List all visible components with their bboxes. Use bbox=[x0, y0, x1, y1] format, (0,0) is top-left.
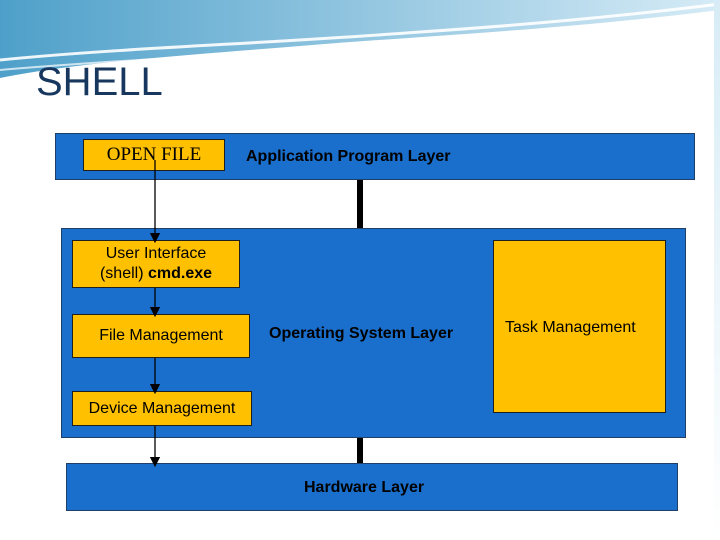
open-file-box: OPEN FILE bbox=[83, 139, 225, 171]
open-file-label: OPEN FILE bbox=[106, 144, 202, 165]
application-layer-label: Application Program Layer bbox=[246, 148, 451, 165]
right-edge-decoration bbox=[714, 0, 720, 540]
layer-connector-bottom bbox=[357, 438, 363, 463]
user-interface-label-line2: (shell) cmd.exe bbox=[100, 264, 212, 284]
header-wave-decoration bbox=[0, 0, 720, 78]
task-management-label: Task Management bbox=[505, 319, 636, 336]
device-management-label: Device Management bbox=[88, 399, 236, 417]
layer-connector-top bbox=[357, 180, 363, 228]
device-management-box: Device Management bbox=[72, 391, 252, 426]
user-interface-shell-text: (shell) bbox=[99, 265, 148, 282]
operating-system-layer-label: Operating System Layer bbox=[269, 325, 454, 342]
user-interface-box: User Interface (shell) cmd.exe bbox=[72, 240, 240, 288]
hardware-layer-label: Hardware Layer bbox=[304, 479, 425, 496]
user-interface-cmd-text: cmd.exe bbox=[147, 265, 213, 282]
file-management-label: File Management bbox=[99, 327, 223, 344]
task-management-box bbox=[493, 240, 666, 413]
hardware-layer bbox=[66, 463, 678, 511]
file-management-box: File Management bbox=[72, 314, 250, 358]
user-interface-label-line1: User Interface bbox=[105, 245, 207, 262]
slide-title: SHELL bbox=[36, 60, 163, 104]
